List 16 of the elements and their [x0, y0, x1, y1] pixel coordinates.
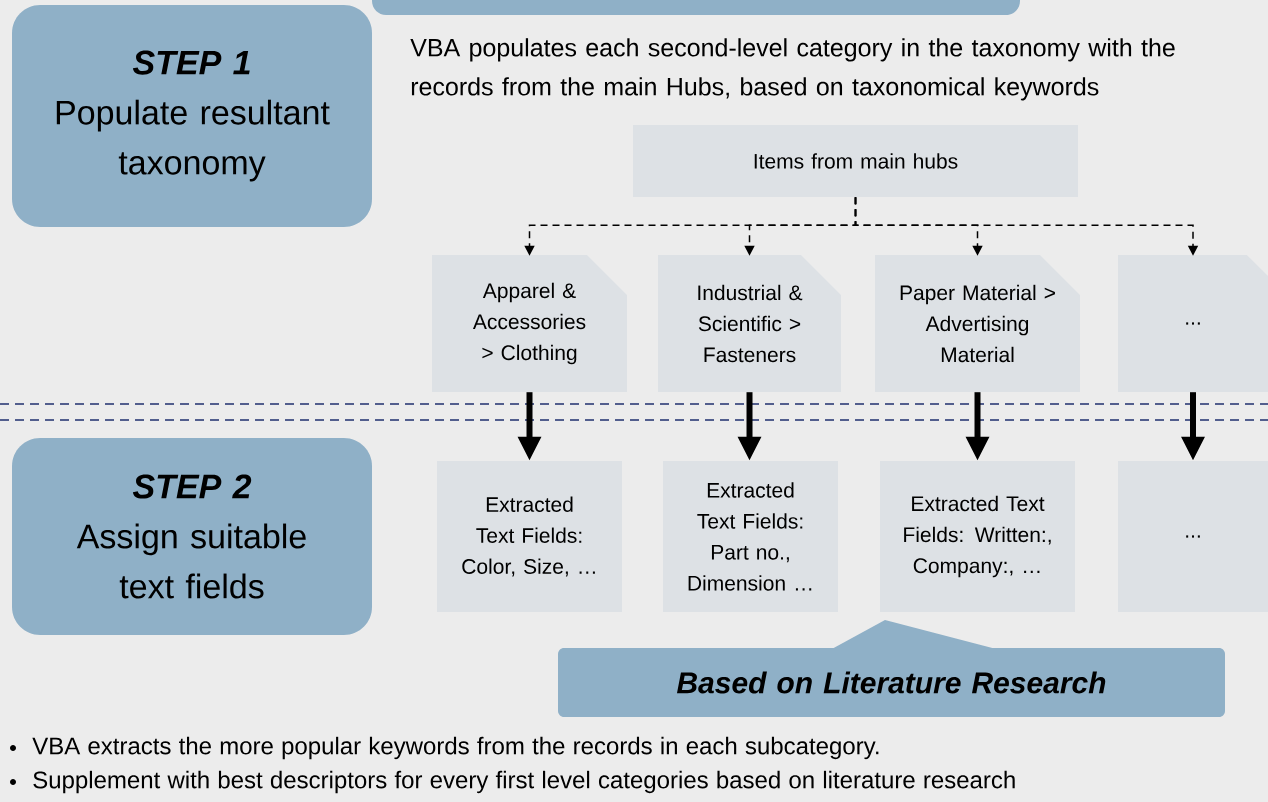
callout-banner: Based on Literature Research: [558, 620, 1225, 717]
text-box: Extracted Text Fields: Part no., Dimension …: [663, 461, 838, 612]
text-box: Extracted Text Fields: Written:, Company:, …: [880, 461, 1075, 612]
step-box: STEP 1 Populate resultant taxonomy: [12, 5, 372, 227]
step-box: STEP 2 Assign suitable text fields: [12, 438, 372, 635]
category-document: Industrial & Scientific > Fasteners: [658, 255, 841, 392]
category-document: Paper Material > Advertising Material: [875, 255, 1080, 392]
banner: [372, 0, 1020, 15]
bullet-item: Supplement with best descriptors for every first level categories based on literature research: [10, 770, 1015, 794]
text-box: Extracted Text Fields: Color, Size, …: [437, 461, 622, 612]
bullet-item: VBA extracts the more popular keywords from the records in each subcategory.: [10, 736, 879, 760]
text-box: Items from main hubs: [633, 125, 1078, 197]
text-box: ...: [1118, 461, 1268, 612]
category-document: Apparel & Accessories > Clothing: [432, 255, 627, 392]
category-document: ...: [1118, 255, 1268, 392]
description-text: VBA populates each second-level category in the taxonomy with the records from the main Hubs, based on taxonomical keywords: [410, 38, 1175, 101]
